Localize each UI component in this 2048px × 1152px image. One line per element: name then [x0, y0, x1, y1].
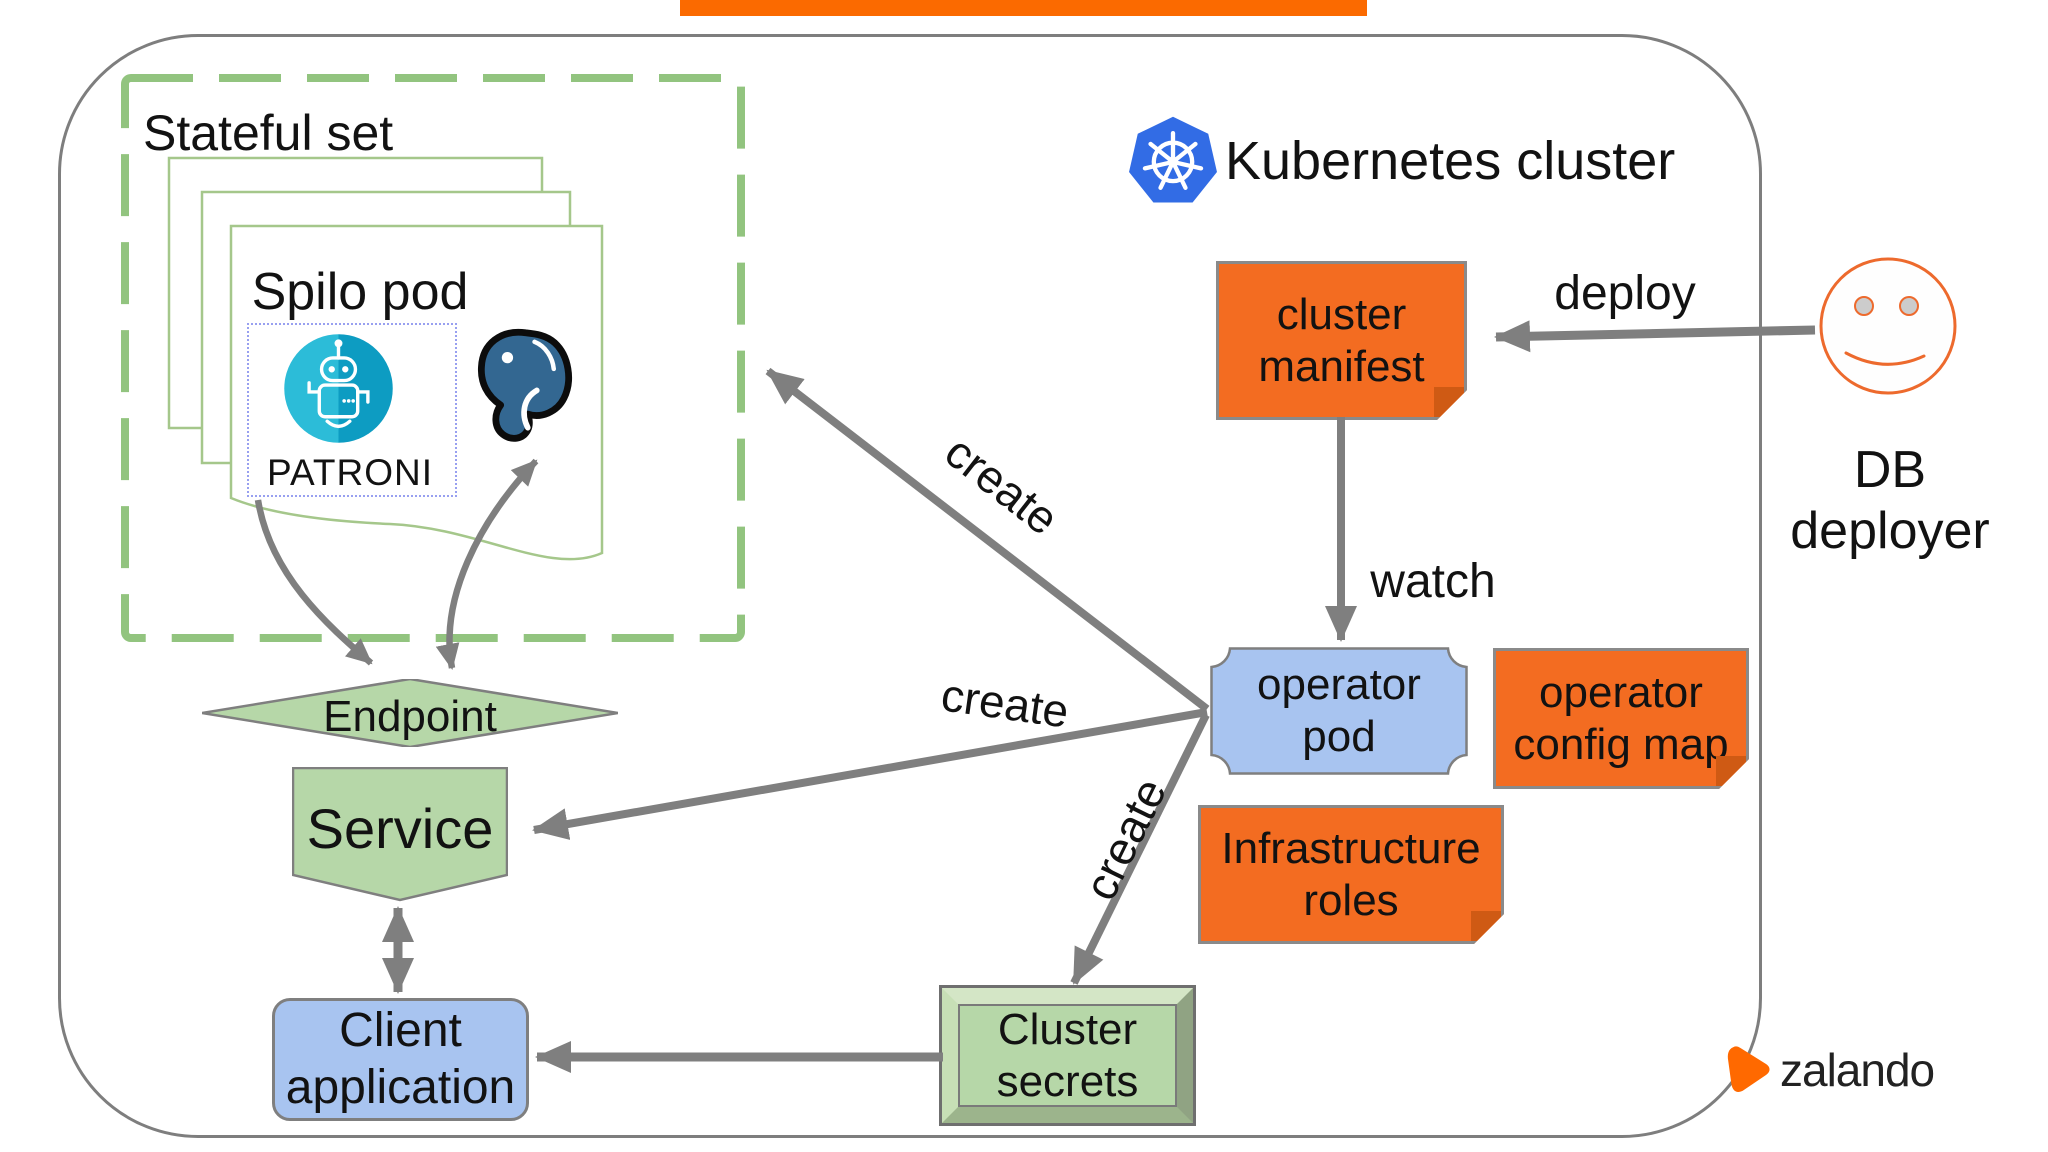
service-label: Service — [306, 797, 494, 860]
patroni-label: PATRONI — [267, 452, 433, 493]
operator-pod-line1: operator — [1257, 660, 1421, 710]
operator-config-map-node: operator config map — [1493, 648, 1749, 789]
client-application-node: Client application — [272, 998, 529, 1121]
endpoint-label: Endpoint — [323, 692, 497, 741]
db-deployer-line2: deployer — [1790, 502, 1990, 561]
patroni-container — [247, 323, 457, 497]
cluster-manifest-node: cluster manifest — [1216, 261, 1467, 420]
cluster-secrets-line2: secrets — [996, 1056, 1139, 1106]
client-application-line2: application — [285, 1060, 516, 1114]
stateful-set-title: Stateful set — [143, 105, 394, 161]
top-accent-bar — [680, 0, 1367, 16]
spilo-pod-title: Spilo pod — [251, 263, 469, 321]
infrastructure-roles-line2: roles — [1303, 875, 1399, 925]
cluster-manifest-line1: cluster — [1276, 289, 1407, 339]
zalando-teardrop-icon — [1727, 1046, 1770, 1093]
kubernetes-cluster-title: Kubernetes cluster — [1225, 131, 1676, 191]
client-application-line1: Client — [339, 1003, 462, 1057]
deploy-edge-label: deploy — [1554, 267, 1696, 320]
db-deployer-label: DB deployer — [1790, 440, 1990, 563]
operator-config-map-line1: operator — [1539, 667, 1703, 717]
endpoint-node — [202, 679, 618, 747]
infrastructure-roles-line1: Infrastructure — [1221, 823, 1481, 873]
operator-pod-line2: pod — [1302, 712, 1376, 761]
infrastructure-roles-node: Infrastructure roles — [1198, 805, 1504, 944]
cluster-secrets-line1: Cluster — [997, 1004, 1138, 1054]
operator-config-map-line2: config map — [1513, 719, 1729, 769]
patroni-robot-icon — [284, 334, 393, 443]
kubernetes-helm-icon — [1129, 116, 1217, 203]
stateful-set-dashed-border — [121, 74, 745, 642]
zalando-wordmark: zalando — [1780, 1044, 1935, 1096]
operator-pod-node — [1210, 647, 1468, 775]
postgresql-elephant-icon — [478, 328, 572, 442]
db-deployer-line1: DB — [1853, 441, 1927, 499]
service-node — [292, 767, 508, 902]
operator-pod-label: operator pod — [1210, 647, 1468, 775]
watch-edge-label: watch — [1370, 555, 1496, 608]
cluster-secrets-node: Cluster secrets — [939, 985, 1196, 1126]
smiley-face-icon — [1819, 257, 1957, 395]
cluster-manifest-line2: manifest — [1258, 341, 1425, 391]
